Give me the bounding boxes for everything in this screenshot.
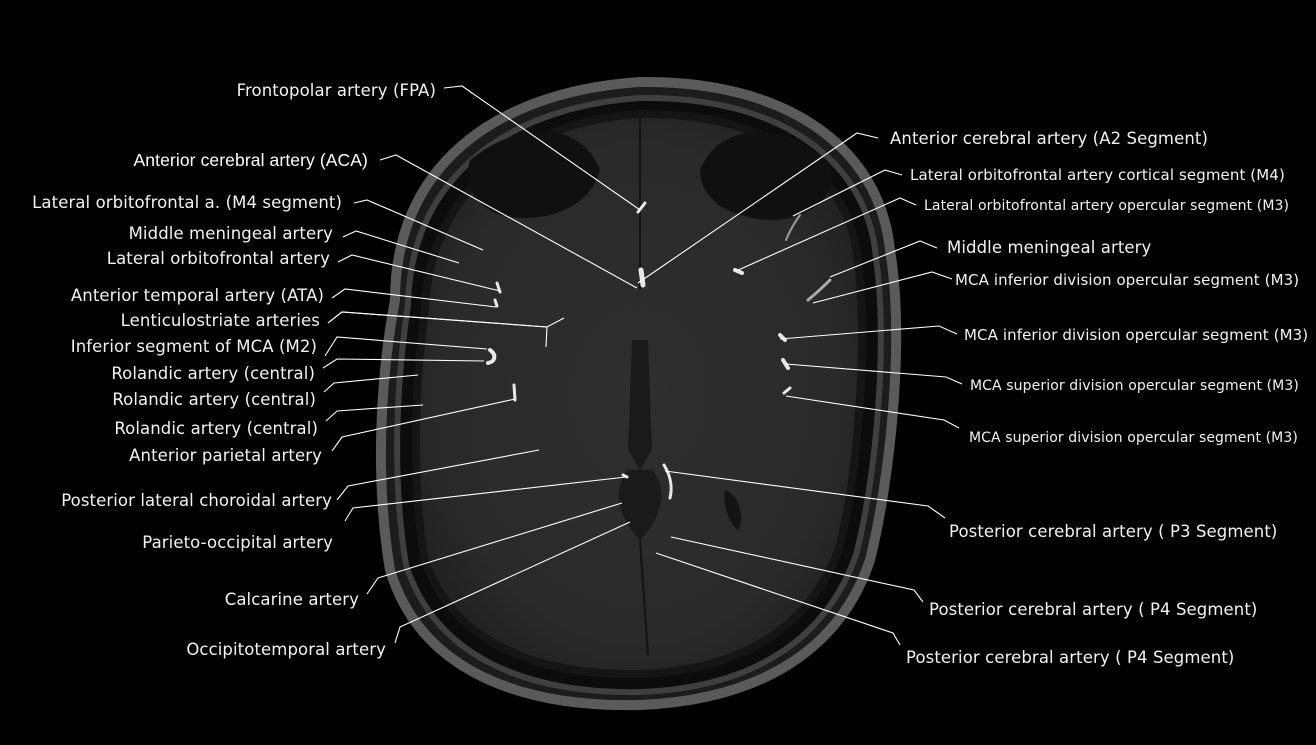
label-rolandic-artery-3: Rolandic artery (central) bbox=[114, 419, 318, 438]
label-lateral-orbitofrontal-m4: Lateral orbitofrontal a. (M4 segment) bbox=[32, 193, 342, 212]
label-lateral-orbitofrontal-artery: Lateral orbitofrontal artery bbox=[106, 249, 330, 268]
label-lateral-orbitofrontal-cortical-m4: Lateral orbitofrontal artery cortical se… bbox=[910, 166, 1285, 184]
vessel-highlights bbox=[486, 201, 832, 500]
label-calcarine-artery: Calcarine artery bbox=[224, 590, 359, 609]
label-pca-p4-segment-1: Posterior cerebral artery ( P4 Segment) bbox=[929, 600, 1258, 619]
label-lenticulostriate-arteries: Lenticulostriate arteries bbox=[120, 311, 320, 330]
label-rolandic-artery-1: Rolandic artery (central) bbox=[111, 364, 315, 383]
label-anterior-cerebral-artery: Anterior cerebral artery (ACA) bbox=[133, 150, 368, 170]
label-occipitotemporal-artery: Occipitotemporal artery bbox=[186, 640, 386, 659]
label-mca-inferior-opercular-m3-1: MCA inferior division opercular segment … bbox=[955, 271, 1300, 289]
label-anterior-parietal-artery: Anterior parietal artery bbox=[129, 446, 322, 465]
skull-outline bbox=[375, 76, 902, 711]
label-aca-a2-segment: Anterior cerebral artery (A2 Segment) bbox=[890, 129, 1209, 148]
label-parieto-occipital-artery: Parieto-occipital artery bbox=[142, 533, 333, 552]
label-mca-superior-opercular-m3-2: MCA superior division opercular segment … bbox=[969, 430, 1298, 446]
label-anterior-temporal-artery: Anterior temporal artery (ATA) bbox=[70, 286, 324, 305]
label-middle-meningeal-artery-left: Middle meningeal artery bbox=[128, 224, 333, 243]
leader-lines bbox=[322, 85, 963, 646]
label-pca-p3-segment: Posterior cerebral artery ( P3 Segment) bbox=[949, 522, 1278, 541]
label-posterior-lateral-choroidal-artery: Posterior lateral choroidal artery bbox=[61, 491, 332, 510]
label-rolandic-artery-2: Rolandic artery (central) bbox=[112, 390, 316, 409]
label-inferior-segment-mca-m2: Inferior segment of MCA (M2) bbox=[70, 337, 317, 356]
label-mca-inferior-opercular-m3-2: MCA inferior division opercular segment … bbox=[964, 326, 1309, 344]
label-middle-meningeal-artery-right: Middle meningeal artery bbox=[947, 238, 1152, 257]
label-pca-p4-segment-2: Posterior cerebral artery ( P4 Segment) bbox=[906, 648, 1235, 667]
label-lateral-orbitofrontal-opercular-m3: Lateral orbitofrontal artery opercular s… bbox=[924, 198, 1290, 214]
label-mca-superior-opercular-m3-1: MCA superior division opercular segment … bbox=[970, 378, 1299, 394]
label-frontopolar-artery: Frontopolar artery (FPA) bbox=[236, 81, 436, 100]
